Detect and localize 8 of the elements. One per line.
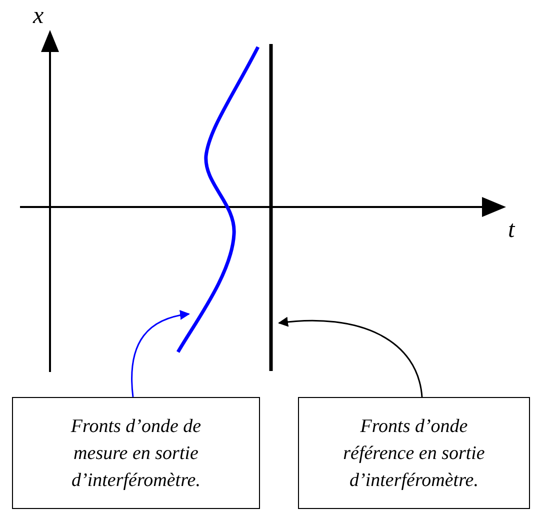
box-text: Fronts d’onde de mesure en sortie d’interféromètre. [70,414,202,492]
axis-label: t [508,218,515,242]
box-text: Fronts d’onde référence en sortie d’interféromètre. [342,414,486,492]
text-box [12,397,260,509]
text-box [298,397,530,509]
axis-label: x [33,4,44,28]
arrow [278,317,423,398]
arrow [131,310,190,398]
